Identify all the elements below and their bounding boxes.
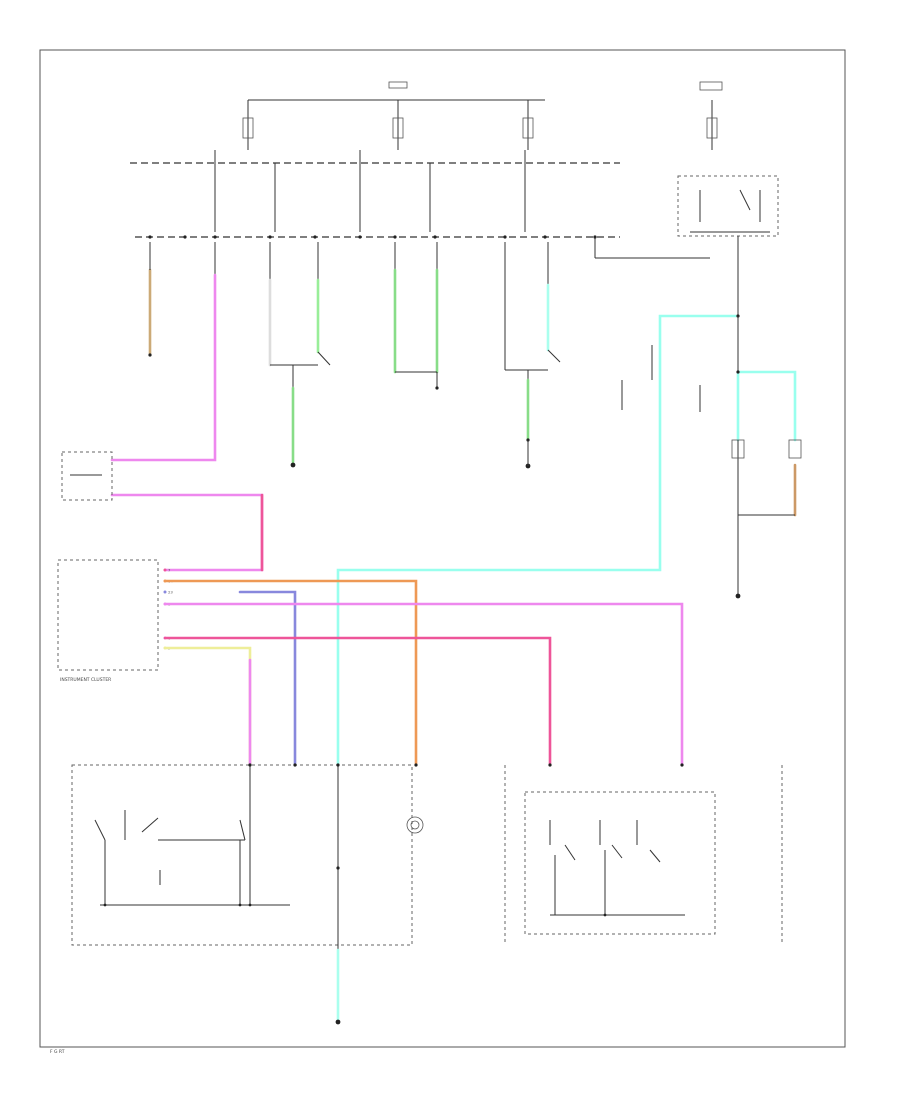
relay-box bbox=[677, 175, 779, 300]
upper-wires bbox=[110, 242, 561, 572]
cluster-pin-number: 23 bbox=[168, 590, 173, 595]
fuse-2 bbox=[392, 117, 404, 139]
center-lamp bbox=[335, 765, 424, 1025]
cluster-pin-marker bbox=[163, 568, 167, 572]
switch-box-left bbox=[71, 764, 413, 946]
right-harness bbox=[336, 300, 802, 767]
switch-box-right bbox=[524, 791, 716, 935]
cluster-pin-marker bbox=[163, 590, 167, 594]
cluster-wires bbox=[163, 579, 684, 767]
fuse-4 bbox=[706, 117, 718, 139]
terminal-dots bbox=[148, 353, 684, 767]
corner-label: F G RT bbox=[50, 1049, 65, 1055]
fuse-3 bbox=[522, 117, 534, 139]
top-feed bbox=[247, 81, 723, 150]
diagram-frame bbox=[39, 49, 846, 1048]
cluster-pin-number: 7 bbox=[168, 568, 171, 573]
bus-drops bbox=[214, 150, 526, 232]
fuse-1 bbox=[242, 117, 254, 139]
cluster-label: INSTRUMENT CLUSTER bbox=[60, 677, 111, 683]
junction-connector bbox=[61, 451, 113, 501]
fuse-block bbox=[242, 117, 718, 139]
connector-row bbox=[148, 235, 597, 239]
